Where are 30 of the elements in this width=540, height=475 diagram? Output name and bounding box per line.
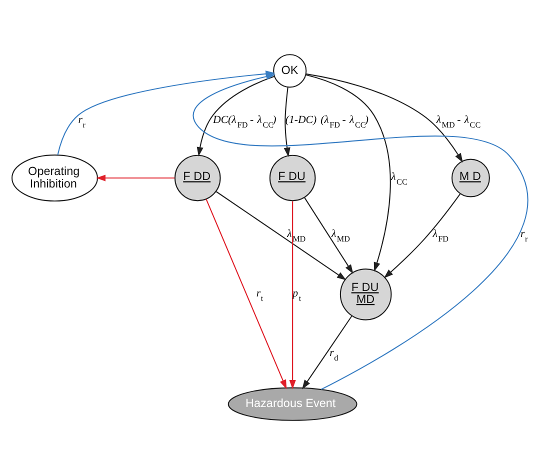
arrow [196,76,275,157]
arrow [306,74,391,272]
edge-label: r$_{d}$ [330,346,338,362]
edge-label: r$_{r}$ [78,114,86,130]
edge-label: λ$_{CC}$ [391,170,408,186]
arrow [216,191,346,280]
edge-label: λ$_{MD}$ [331,228,350,244]
node-circle: F DU [269,154,316,202]
arrow [306,73,463,163]
arrow [384,194,461,278]
edge-label: λ$_{MD}$ [287,228,306,244]
node-ellipse: Operating Inhibition [11,154,98,202]
edge-label: λ$_{FD}$ [432,228,449,244]
arrow [193,73,528,390]
node-circle: M D [451,158,490,198]
edge-label: (1-DC) (λ$_{FD}$ - λ$_{CC}$) [285,114,369,130]
arrow [289,201,296,390]
arrow [284,87,290,158]
arrow [96,174,175,182]
arrow [302,316,352,390]
node-ellipse: Hazardous Event [228,387,358,421]
edge-label: DC(λ$_{FD}$ - λ$_{CC}$) [212,114,276,130]
node-circle: F DD [174,154,221,202]
node-circle: OK [273,54,307,88]
arrow [304,197,354,274]
node-circle: F DU MD [340,268,392,320]
edge-label: r$_{r}$ [520,228,528,244]
edge-label: r$_{t}$ [256,287,264,303]
edge-label: λ$_{MD}$ - λ$_{CC}$ [436,114,481,130]
arrow [206,199,287,390]
